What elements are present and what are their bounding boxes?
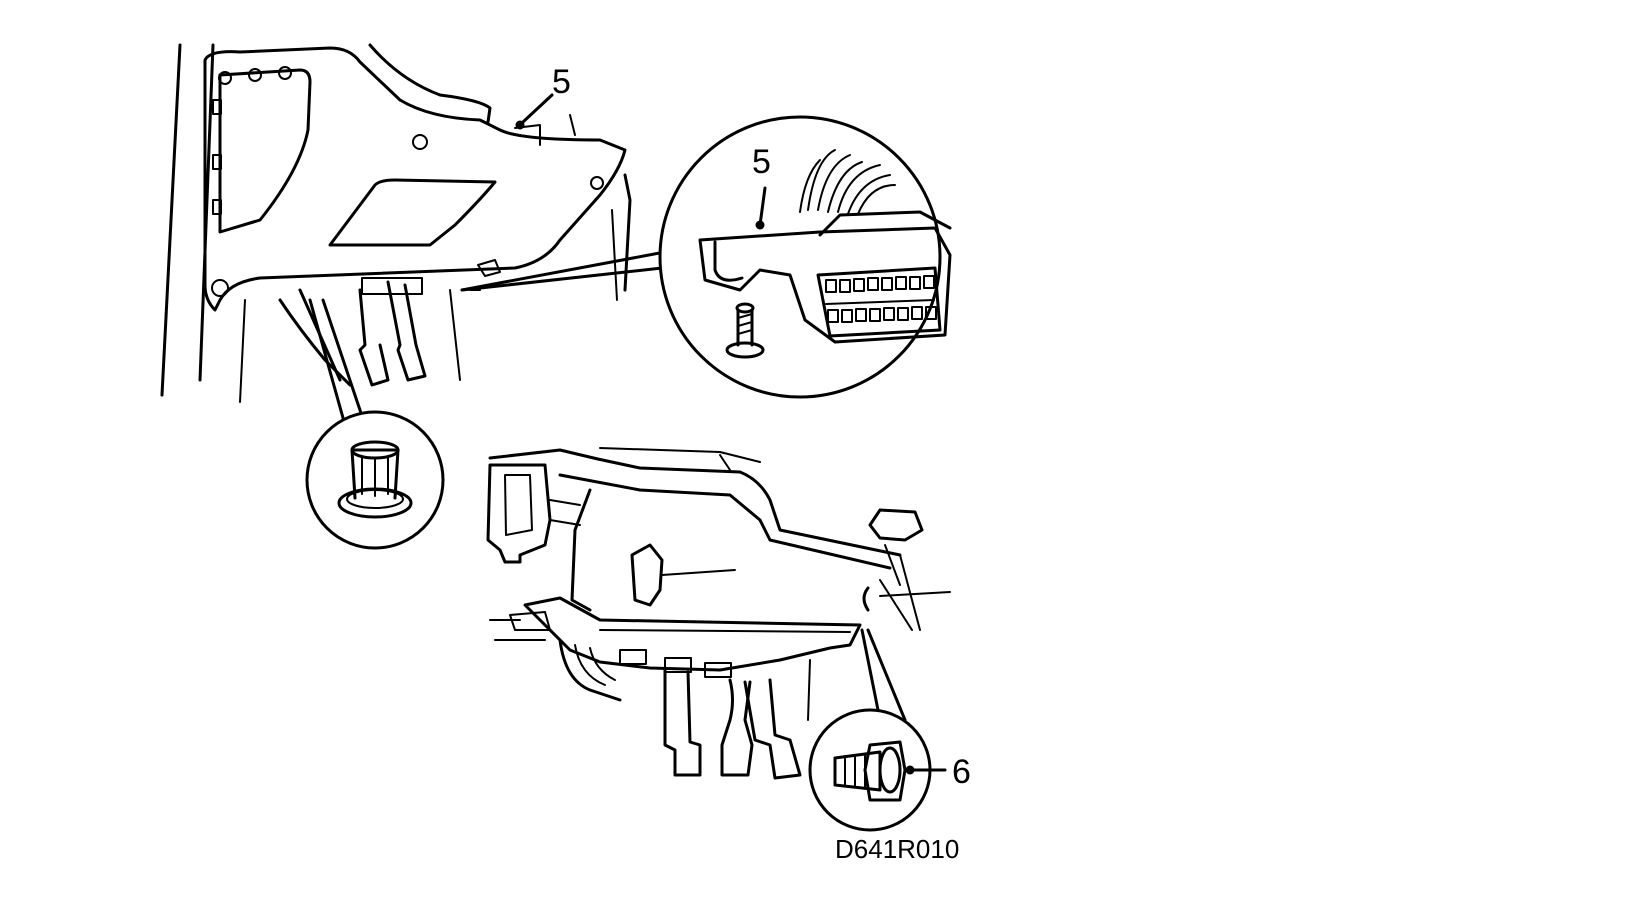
clip-detail (305, 410, 445, 550)
figure-code: D641R010 (835, 834, 959, 864)
connector-pins-top (825, 275, 935, 293)
connector-detail (658, 115, 952, 399)
clip-leader (308, 298, 367, 427)
callout-5-connector: 5 (752, 143, 771, 181)
bolt-detail (808, 708, 947, 832)
connector-screw (725, 302, 765, 359)
connector-pins-bottom (827, 306, 937, 323)
callout-5-top: 5 (552, 63, 571, 101)
lower-assembly (486, 447, 951, 780)
callout-5-top-leader (515, 93, 554, 130)
callout-6-bolt: 6 (952, 753, 971, 791)
upper-dash-panel (160, 43, 682, 403)
